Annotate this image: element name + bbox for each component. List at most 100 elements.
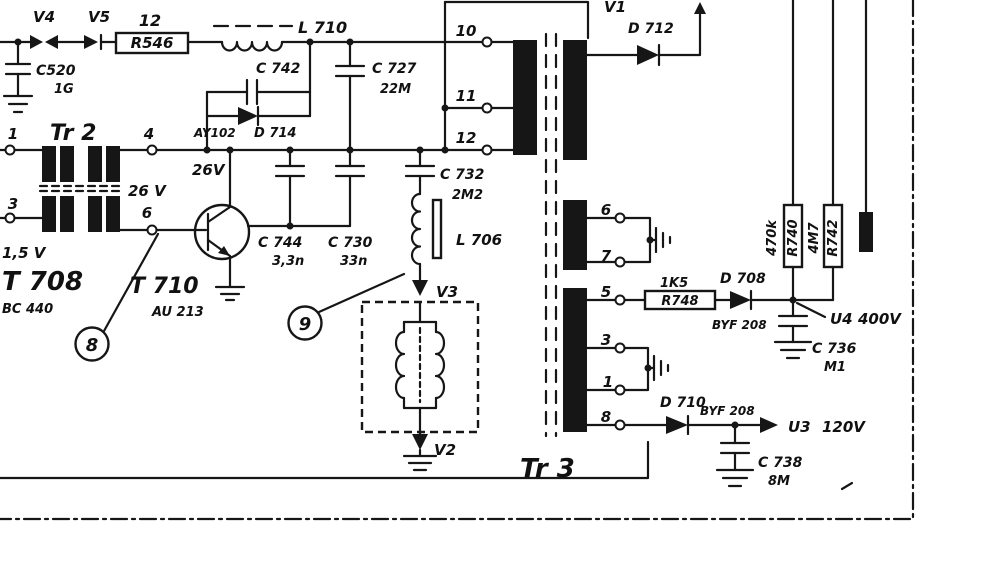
label-c744: C 744 [258,235,302,251]
tr3-tap-6 [614,212,626,224]
transformer-tr2 [0,144,208,236]
label-v3: V3 [436,283,458,301]
label-tr2-term6: 6 [142,204,152,222]
connector-v5-icon [84,35,98,49]
l706-core-slug [431,198,443,260]
tr2-terminal-1 [4,144,16,156]
label-tap-7: 7 [601,247,612,265]
winding-left [394,330,406,400]
label-d714: D 714 [254,126,296,141]
linearity-branch [360,146,480,472]
diode-d710-icon [666,416,688,434]
label-tr3: Tr 3 [520,454,575,484]
label-26v-base: 26 V [128,182,167,200]
main-bus [154,102,515,156]
label-c732-value: 2M2 [452,188,483,203]
taps-3-1 [585,342,670,396]
terminal-11 [481,102,493,114]
u4-leader-line [795,301,827,319]
tr3-tap-1 [614,384,626,396]
label-c744-value: 3,3n [272,254,304,269]
arrow-v2-icon [412,434,428,450]
diode-d714-icon [238,107,258,125]
label-u4: U4 [830,310,853,328]
label-tr2-term1: 1 [8,125,18,143]
label-26v-collector: 26V [192,161,226,179]
label-c736: C 736 [812,341,857,357]
tr3-tap-8 [614,419,626,431]
eht-output [585,2,706,67]
label-v5: V5 [88,8,110,26]
label-c736-value: M1 [824,360,846,375]
labels: V4 V5 12 R546 L 710 C520 1G C 742 AY102 … [2,0,902,489]
label-tap-1: 1 [603,373,613,391]
label-d710-type: BYF 208 [700,404,755,418]
label-t708: T 708 [2,267,83,297]
taps-6-7 [585,212,672,268]
connector-v4-icon [30,35,43,49]
diode-d712-icon [637,45,659,65]
label-l706: L 706 [456,231,502,249]
label-tr2-term3: 3 [8,195,18,213]
label-v2: V2 [434,441,456,459]
reference-callouts [74,232,406,362]
label-c730: C 730 [328,235,373,251]
inductor-l710 [220,40,284,52]
diode-d708-icon [730,291,751,309]
label-v1: V1 [604,0,626,16]
label-u4-value: 400V [857,310,902,328]
tr2-terminal-4 [146,144,158,156]
label-l710: L 710 [298,18,347,37]
transformer-tr3 [513,32,587,438]
label-r546: R546 [131,34,174,52]
label-u3-value: 120V [822,418,866,436]
stray-mark [840,481,854,491]
tank-capacitors [246,146,366,230]
winding-right [434,330,446,400]
tr2-terminal-3 [4,212,16,224]
module-border [0,0,915,521]
label-u3: U3 [788,418,811,436]
label-terminal-12: 12 [456,129,477,147]
tr3-tap-7 [614,256,626,268]
label-tap-6: 6 [601,201,611,219]
connector-v4-icon [45,35,58,49]
label-d712: D 712 [628,21,674,37]
label-c520-value: 1G [54,82,74,97]
tr3-tap-3 [614,342,626,354]
callout-9-circle [287,305,323,341]
label-v4: V4 [33,8,55,26]
label-d710: D 710 [660,395,706,411]
label-c730-value: 33n [340,254,367,269]
label-tr2-term4: 4 [143,125,154,143]
label-c732: C 732 [440,167,484,183]
tr2-terminal-6 [146,224,158,236]
label-ref8: 8 [86,335,99,356]
label-tap-8: 8 [601,408,611,426]
label-r740: R740 [786,219,801,256]
inductor-l706 [410,192,422,266]
label-terminal-10: 10 [456,22,477,40]
label-r740-value: 470k [765,219,780,257]
emitter-arrow-icon [218,246,230,256]
callout-8-circle [74,326,110,362]
output-120v [585,414,778,488]
label-t710-type: AU 213 [151,305,204,320]
label-c738: C 738 [758,455,803,471]
label-d714-type: AY102 [193,126,236,140]
arrow-up-icon [694,2,706,14]
label-c742: C 742 [256,61,300,77]
label-r742-value: 4M7 [807,222,822,255]
label-t708-type: BC 440 [2,302,53,317]
label-r748: R748 [661,294,698,309]
tr3-tap-5 [614,294,626,306]
label-ref9: 9 [299,314,312,335]
transistor-t710 [193,146,251,302]
label-tap-5: 5 [601,283,611,301]
arrow-u3-icon [760,417,778,433]
label-1v5: 1,5 V [2,244,47,262]
terminal-10 [481,36,493,48]
arrow-v3-icon [412,280,428,296]
